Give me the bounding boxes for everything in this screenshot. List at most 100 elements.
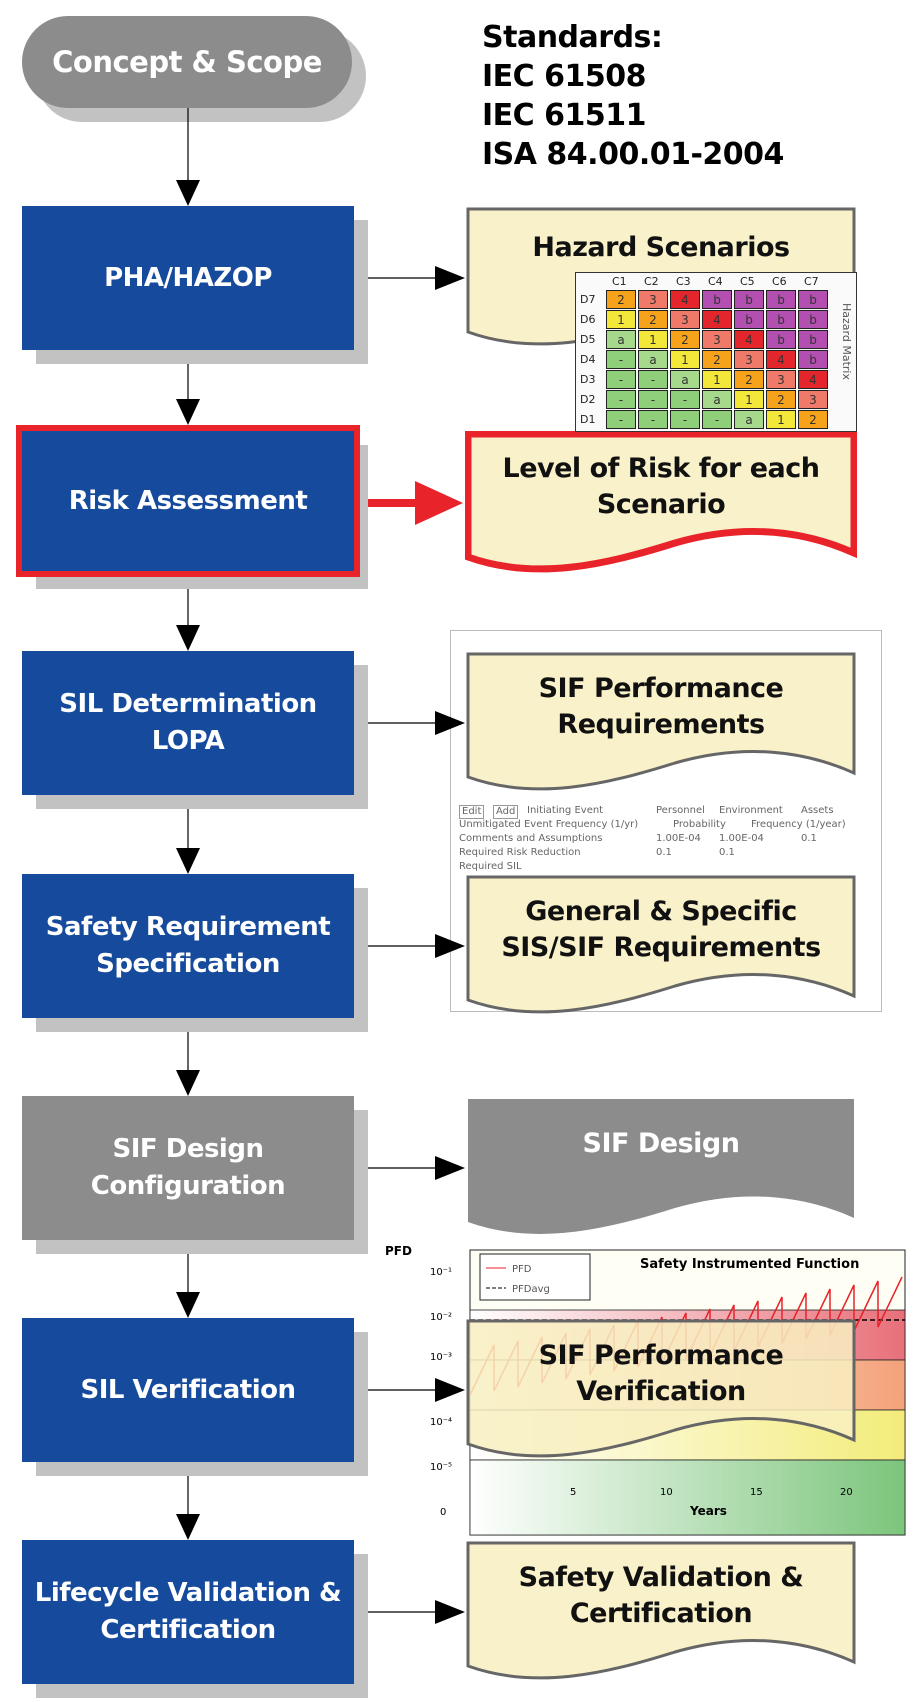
step-label: SIL Determination LOPA: [59, 689, 317, 756]
legend-pfd: PFD: [512, 1264, 532, 1275]
step-label: Safety Requirement Specification: [45, 912, 331, 979]
chart-xlabel: Years: [689, 1504, 727, 1518]
matrix-row-label: D3: [580, 373, 596, 386]
arrowhead-icon: [176, 1070, 200, 1096]
step-lifecycle-validation: Lifecycle Validation & Certification: [22, 1540, 354, 1684]
document-risk-assessment: Level of Risk for each Scenario: [465, 431, 857, 581]
lopa-column: Assets: [801, 805, 834, 816]
matrix-cell: 1: [638, 330, 668, 349]
document-sil-verification: SIF Performance Verification: [465, 1318, 857, 1468]
ytick: 10⁻⁴: [430, 1417, 452, 1428]
matrix-cell: 3: [638, 290, 668, 309]
matrix-col-label: C1: [612, 275, 627, 288]
arrowhead-icon: [435, 934, 465, 958]
lopa-value: 0.1: [656, 847, 672, 858]
matrix-row-label: D7: [580, 293, 596, 306]
matrix-col-label: C3: [676, 275, 691, 288]
lopa-value: 1.00E-04: [656, 833, 701, 844]
document-lifecycle-validation: Safety Validation & Certification: [465, 1540, 857, 1690]
document-label: SIF Performance Requirements: [538, 673, 784, 740]
matrix-cell: 3: [734, 350, 764, 369]
document-safety-requirement-spec: General & Specific SIS/SIF Requirements: [465, 874, 857, 1024]
ytick: 10⁻⁵: [430, 1462, 452, 1473]
standard-item: IEC 61511: [482, 98, 646, 133]
matrix-row-label: D4: [580, 353, 596, 366]
matrix-cell: b: [798, 350, 828, 369]
matrix-cell: 4: [766, 350, 796, 369]
matrix-cell: -: [702, 410, 732, 429]
matrix-row-label: D5: [580, 333, 596, 346]
matrix-cell: b: [798, 330, 828, 349]
ytick: 10⁻²: [430, 1312, 452, 1323]
matrix-cell: b: [702, 290, 732, 309]
document-label: SIF Performance Verification: [538, 1340, 784, 1407]
step-label: SIF Design Configuration: [90, 1134, 286, 1201]
matrix-cell: 3: [702, 330, 732, 349]
xtick: 5: [570, 1487, 576, 1498]
arrowhead-icon: [176, 399, 200, 425]
matrix-cell: -: [638, 410, 668, 429]
lopa-edit-button: Edit: [459, 805, 485, 819]
matrix-row-label: D2: [580, 393, 596, 406]
matrix-cell: -: [606, 390, 636, 409]
matrix-cell: 2: [766, 390, 796, 409]
lopa-column: Environment: [719, 805, 783, 816]
lopa-column: Personnel: [656, 805, 705, 816]
lopa-value: 0.1: [719, 847, 735, 858]
step-label: Lifecycle Validation & Certification: [34, 1578, 342, 1645]
matrix-cell: -: [638, 390, 668, 409]
matrix-cell: -: [670, 390, 700, 409]
step-safety-requirement-spec: Safety Requirement Specification: [22, 874, 354, 1018]
matrix-cell: 3: [670, 310, 700, 329]
step-pha-hazop: PHA/HAZOP: [22, 206, 354, 350]
matrix-cell: 4: [734, 330, 764, 349]
matrix-col-label: C2: [644, 275, 659, 288]
matrix-row-label: D1: [580, 413, 596, 426]
lopa-label: Comments and Assumptions: [459, 833, 603, 844]
chart-ylabel: PFD: [385, 1244, 412, 1258]
matrix-cell: -: [638, 370, 668, 389]
legend-pfdavg: PFDavg: [512, 1284, 550, 1295]
document-shape: [466, 875, 856, 1014]
lopa-value: 1.00E-04: [719, 833, 764, 844]
matrix-cell: b: [766, 290, 796, 309]
ytick: 10⁻³: [430, 1352, 452, 1363]
lopa-label: Required SIL: [459, 861, 522, 872]
matrix-col-label: C5: [740, 275, 755, 288]
matrix-cell: a: [670, 370, 700, 389]
lopa-label: Unmitigated Event Frequency (1/yr): [459, 819, 639, 830]
document-sif-design-config: SIF Design: [465, 1096, 857, 1246]
document-label: General & Specific SIS/SIF Requirements: [501, 896, 821, 963]
standards-heading: Standards:: [482, 20, 663, 55]
step-sif-design-config: SIF Design Configuration: [22, 1096, 354, 1240]
matrix-cell: -: [606, 350, 636, 369]
lopa-label: Initiating Event: [527, 805, 604, 816]
lopa-label: Required Risk Reduction: [459, 847, 581, 858]
matrix-cell: 1: [670, 350, 700, 369]
lopa-column: Probability: [673, 819, 726, 830]
step-risk-assessment: Risk Assessment: [16, 425, 360, 577]
chart-legend: [479, 1253, 591, 1301]
document-shape: [465, 431, 857, 573]
step-label: PHA/HAZOP: [104, 262, 272, 293]
concept-scope-terminal: Concept & Scope: [22, 16, 352, 108]
xtick: 10: [660, 1487, 673, 1498]
arrowhead-icon: [176, 180, 200, 206]
arrowhead-icon: [176, 848, 200, 874]
xtick: 15: [750, 1487, 763, 1498]
arrowhead-icon: [176, 1292, 200, 1318]
matrix-cell: -: [606, 370, 636, 389]
lopa-value: 0.1: [801, 833, 817, 844]
step-label: Risk Assessment: [68, 485, 308, 516]
matrix-cell: 3: [798, 390, 828, 409]
matrix-cell: 2: [798, 410, 828, 429]
document-label: Safety Validation & Certification: [518, 1562, 804, 1629]
chart-title: Safety Instrumented Function: [640, 1257, 859, 1272]
arrowhead-icon: [435, 711, 465, 735]
arrowhead-icon: [176, 625, 200, 651]
matrix-cell: 4: [670, 290, 700, 309]
sil-band-green: [469, 1459, 906, 1536]
document-shape: [466, 652, 856, 791]
